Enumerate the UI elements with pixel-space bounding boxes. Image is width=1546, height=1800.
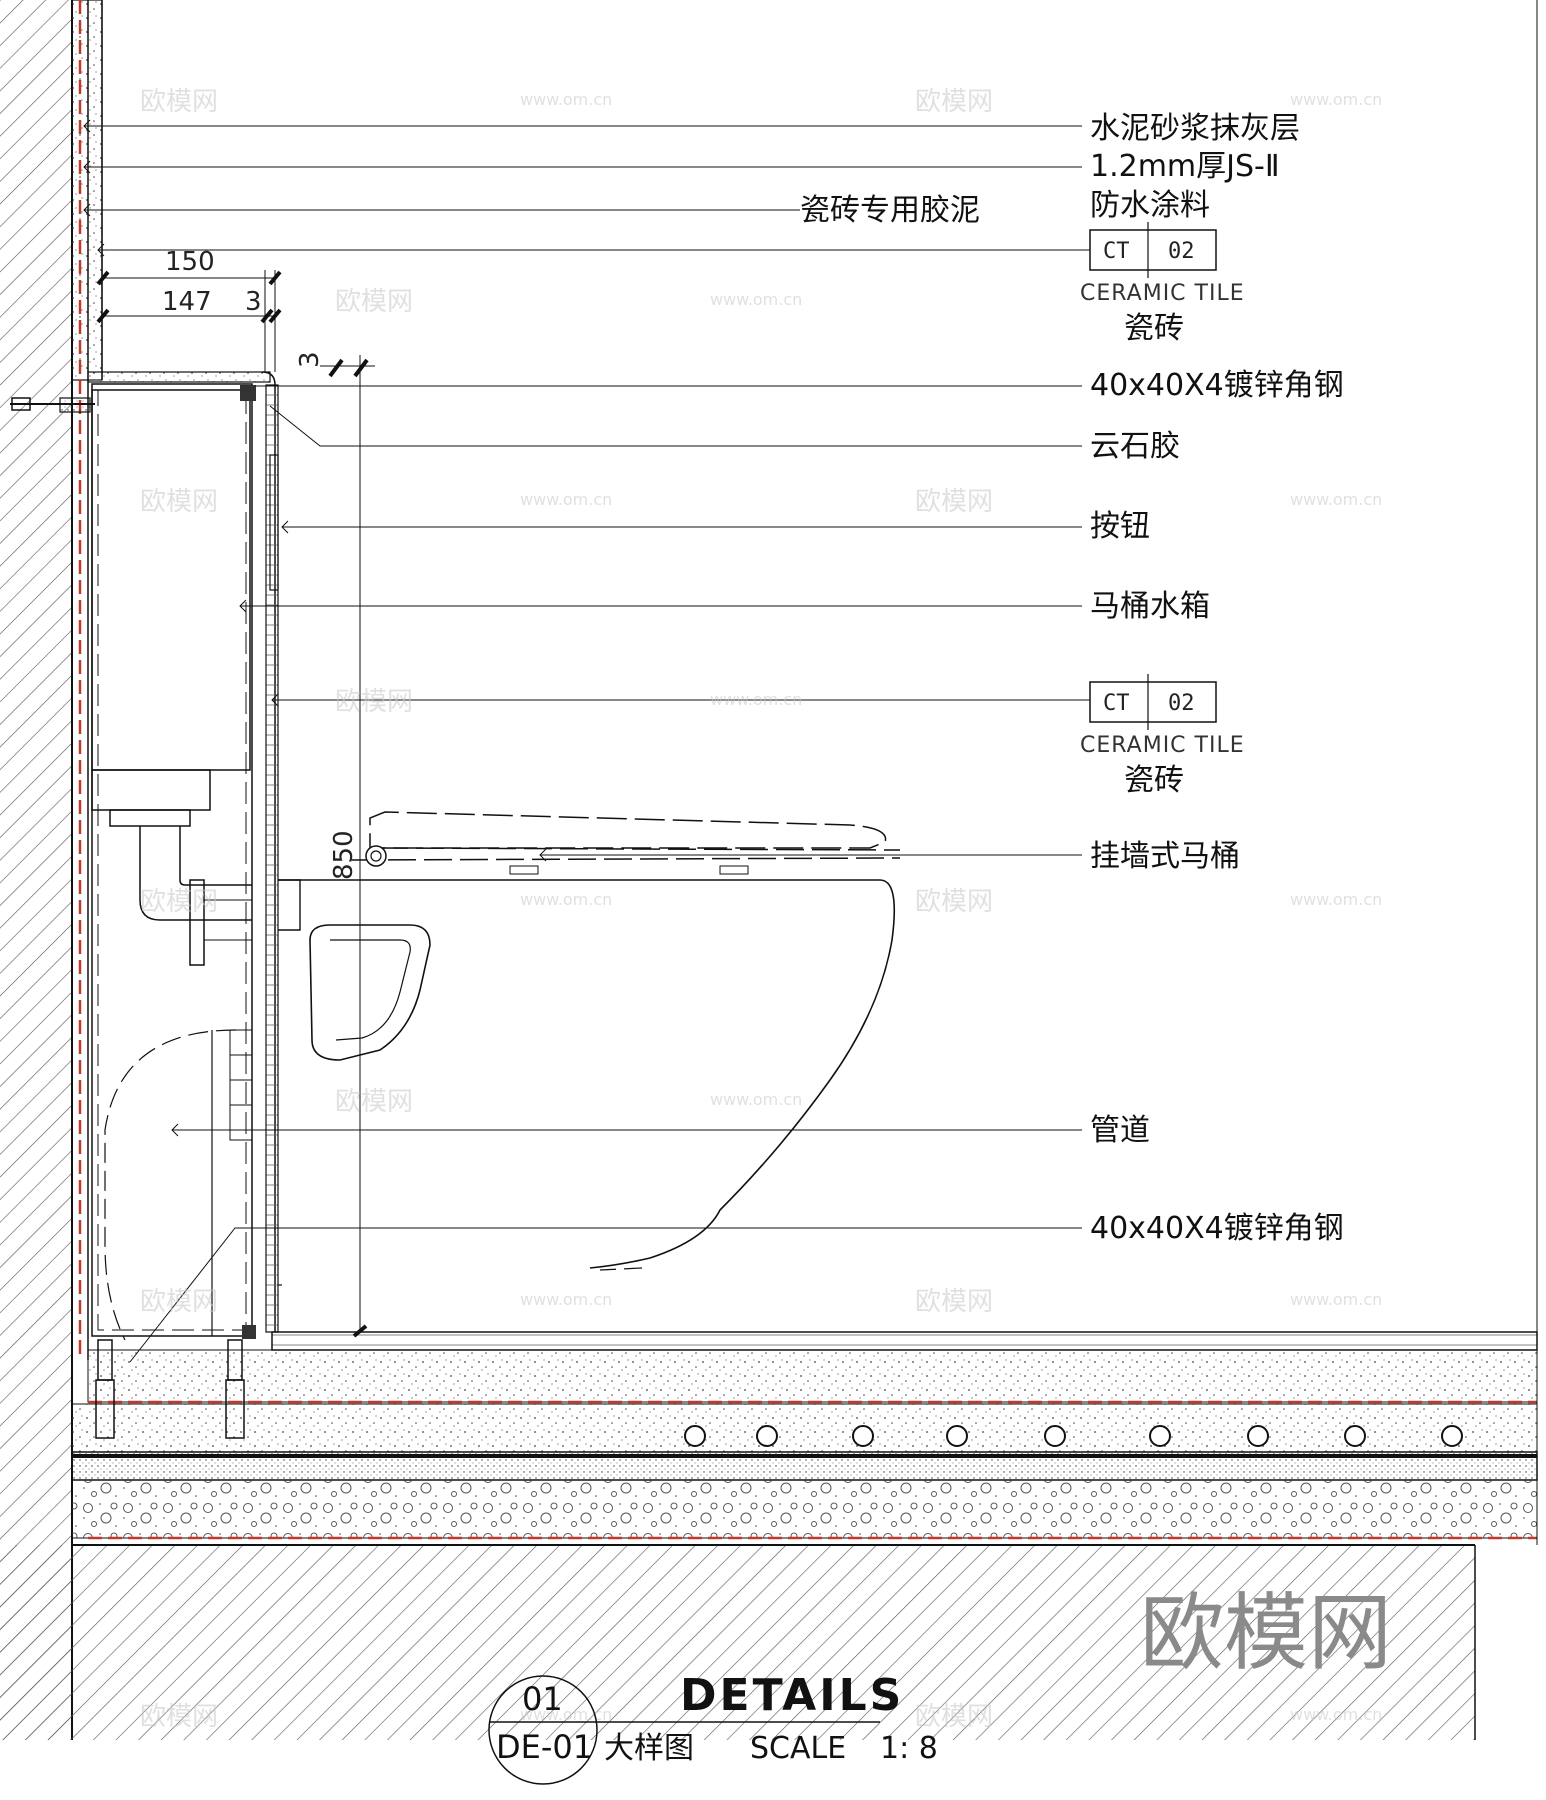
title-number: 01 [522, 1680, 563, 1718]
watermark-text: 欧模网 [140, 1287, 218, 1317]
title-subtitle: 大样图 [604, 1731, 694, 1766]
tag-1-number: 02 [1168, 239, 1195, 264]
floor-slab [0, 1331, 1538, 1740]
watermark-text: 欧模网 [915, 1287, 993, 1317]
title-details: DETAILS [680, 1670, 904, 1721]
watermarks: 欧模网 www.om.cn 欧模网 www.om.cn 欧模网 www.om.c… [140, 87, 1392, 1732]
tag-2-name-en: CERAMIC TILE [1080, 733, 1245, 758]
label-angle-steel-top: 40x40X4镀锌角钢 [1090, 368, 1344, 403]
watermark-url: www.om.cn [520, 1705, 612, 1724]
label-tile-adhesive: 瓷砖专用胶泥 [800, 193, 980, 228]
dim-3a: 3 [245, 287, 262, 317]
watermark-url: www.om.cn [520, 490, 612, 509]
wall-hung-toilet [278, 811, 901, 1286]
label-waterproof-1: 1.2mm厚JS-Ⅱ [1090, 149, 1280, 184]
watermark-text: 欧模网 [915, 887, 993, 917]
label-wall-hung-toilet: 挂墙式马桶 [1090, 839, 1240, 874]
title-sheet: DE-01 [496, 1728, 593, 1766]
floor-pipes [684, 1425, 1463, 1447]
structural-wall [0, 0, 103, 1740]
watermark-url: www.om.cn [710, 690, 802, 709]
watermark-large: 欧模网 [1140, 1584, 1392, 1682]
watermark-url: www.om.cn [1290, 1290, 1382, 1309]
dim-3b: 3 [295, 351, 325, 368]
watermark-url: www.om.cn [1290, 90, 1382, 109]
watermark-text: 欧模网 [915, 87, 993, 117]
label-button: 按钮 [1090, 509, 1150, 544]
material-tag-2: CT 02 CERAMIC TILE 瓷砖 [1080, 674, 1245, 798]
watermark-text: 欧模网 [140, 87, 218, 117]
scale-value: 1: 8 [880, 1731, 938, 1766]
watermark-text: 欧模网 [915, 487, 993, 517]
watermark-url: www.om.cn [520, 890, 612, 909]
watermark-url: www.om.cn [520, 90, 612, 109]
label-pipe: 管道 [1090, 1113, 1150, 1148]
watermark-text: 欧模网 [140, 887, 218, 917]
dim-147: 147 [162, 287, 212, 317]
watermark-text: 欧模网 [915, 1702, 993, 1732]
watermark-url: www.om.cn [1290, 890, 1382, 909]
tag-2-name-cn: 瓷砖 [1124, 763, 1184, 798]
leader-lines [83, 119, 1090, 1363]
label-waterproof-2: 防水涂料 [1090, 188, 1210, 223]
watermark-text: 欧模网 [335, 287, 413, 317]
anchor-bolts [10, 385, 256, 1439]
tag-2-code: CT [1103, 691, 1130, 716]
label-cistern: 马桶水箱 [1090, 589, 1210, 624]
watermark-text: 欧模网 [335, 1087, 413, 1117]
label-marble-glue: 云石胶 [1090, 429, 1180, 464]
label-plaster: 水泥砂浆抹灰层 [1090, 111, 1300, 146]
tag-1-name-cn: 瓷砖 [1124, 311, 1184, 346]
scale-label: SCALE [750, 1731, 846, 1766]
watermark-text: 欧模网 [335, 687, 413, 717]
dim-150: 150 [165, 247, 215, 277]
title-block: 01 DE-01 DETAILS 大样图 SCALE 1: 8 [488, 1670, 938, 1785]
tag-1-code: CT [1103, 239, 1130, 264]
tag-2-number: 02 [1168, 691, 1195, 716]
label-angle-steel-bottom: 40x40X4镀锌角钢 [1090, 1211, 1344, 1246]
tag-1-name-en: CERAMIC TILE [1080, 281, 1245, 306]
watermark-text: 欧模网 [140, 1702, 218, 1732]
material-tag-1: CT 02 CERAMIC TILE 瓷砖 [1080, 222, 1245, 346]
cistern-frame [10, 371, 279, 1439]
dim-850: 850 [329, 830, 359, 880]
watermark-url: www.om.cn [1290, 1705, 1382, 1724]
watermark-url: www.om.cn [520, 1290, 612, 1309]
watermark-text: 欧模网 [140, 487, 218, 517]
watermark-url: www.om.cn [1290, 490, 1382, 509]
dimensions: 150 147 3 3 850 [96, 247, 375, 1338]
watermark-url: www.om.cn [710, 290, 802, 309]
callouts: 水泥砂浆抹灰层 1.2mm厚JS-Ⅱ 防水涂料 瓷砖专用胶泥 40x40X4镀锌… [800, 111, 1344, 1246]
watermark-url: www.om.cn [710, 1090, 802, 1109]
